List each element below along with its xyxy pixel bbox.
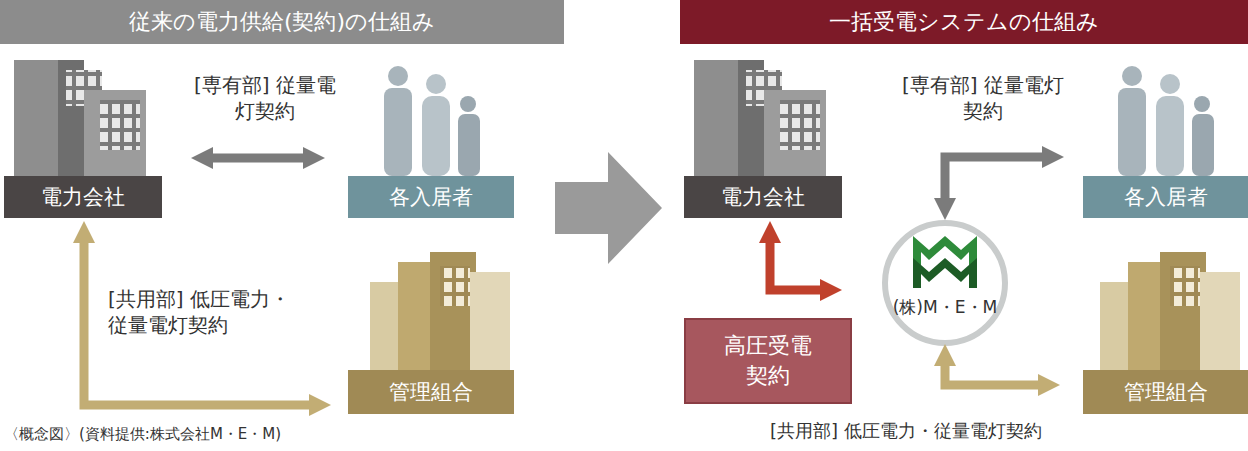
edge-label: [共用部] 低圧電力・ 従量電灯契約 [108,286,298,338]
node-text: 各入居者 [1124,183,1208,211]
edge-label: [専有部] 従量電灯契約 [185,72,345,124]
node-text: 高圧受電 契約 [711,331,825,390]
caption: 〈概念図〉(資料提供:株式会社M・E・M) [4,425,281,445]
node-text: 管理組合 [1124,378,1208,406]
edge-label: [専有部] 従量電灯契約 [898,72,1068,124]
association-box: 管理組合 [348,370,514,414]
association-box: 管理組合 [1083,370,1248,414]
header-band: 一括受電システムの仕組み [680,0,1248,44]
resident-box: 各入居者 [1083,176,1248,218]
connector-arrow [770,232,831,290]
resident-box: 各入居者 [348,176,514,218]
node-text: 各入居者 [389,183,473,211]
node-text: 従来の電力供給(契約)の仕組み [129,7,435,37]
node-text: 管理組合 [389,378,473,406]
contract-box: 高圧受電 契約 [684,318,852,404]
node-text: 電力会社 [721,183,805,211]
connector-arrow [945,355,1049,385]
connector-arrow [945,157,1053,209]
mem-circle: (株)M・E・M [885,223,1005,343]
company-box: 電力会社 [684,176,842,218]
node-text: 一括受電システムの仕組み [829,7,1099,37]
connector-arrow [84,232,320,405]
header-band: 従来の電力供給(契約)の仕組み [0,0,564,44]
connector-arrow [202,154,314,163]
edge-label: [共用部] 低圧電力・従量電灯契約 [770,419,1150,442]
node-text: (株)M・E・M [893,296,998,319]
node-text: 電力会社 [41,183,125,211]
company-box: 電力会社 [4,176,162,218]
